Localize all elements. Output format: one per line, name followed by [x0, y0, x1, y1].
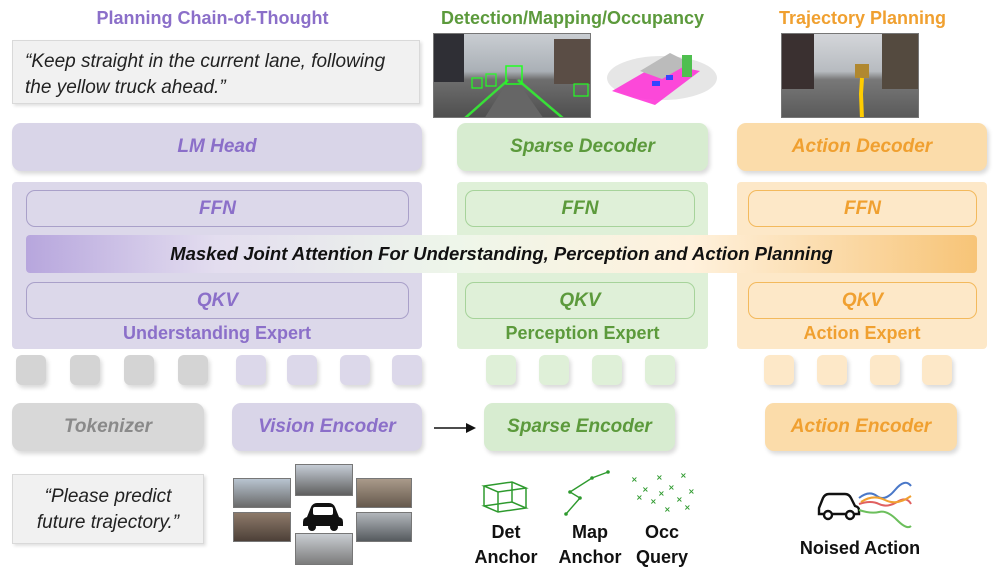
- action-decoder-box: Action Decoder: [737, 123, 987, 171]
- vision-encoder-box: Vision Encoder: [232, 403, 422, 451]
- action-qkv-box: QKV: [748, 282, 977, 319]
- svg-text:×: ×: [680, 471, 687, 480]
- camera-front-left: [233, 478, 291, 508]
- understanding-header: Planning Chain-of-Thought: [96, 8, 329, 28]
- svg-text:×: ×: [642, 485, 649, 494]
- action-encoder-box: Action Encoder: [765, 403, 957, 451]
- svg-text:×: ×: [636, 493, 643, 502]
- perception-qkv-box: QKV: [465, 282, 695, 319]
- understanding-ffn-box: FFN: [26, 190, 409, 227]
- lane-right: [517, 79, 564, 117]
- vision-token: [287, 355, 317, 385]
- occ-query-points-icon: ××× ××× ××× ×××: [631, 471, 695, 514]
- occ-building: [640, 53, 690, 79]
- occ-query-label: Occ Query: [635, 522, 689, 567]
- camera-front-right: [356, 478, 412, 508]
- perception-token: [486, 355, 516, 385]
- text-token: [178, 355, 208, 385]
- svg-text:×: ×: [656, 473, 663, 482]
- building-left: [782, 34, 814, 89]
- trajectory-overlay: [782, 34, 918, 117]
- occ-car-2: [666, 75, 673, 80]
- action-expert-label: Action Expert: [803, 323, 921, 343]
- action-token: [764, 355, 794, 385]
- det-box-4: [573, 83, 589, 97]
- detection-overlay: [434, 34, 590, 117]
- svg-text:×: ×: [650, 497, 657, 506]
- understanding-expert-label: Understanding Expert: [122, 323, 312, 343]
- road: [485, 79, 543, 117]
- noised-action-icon: [817, 481, 912, 529]
- det-anchor-label: Det Anchor: [474, 522, 538, 567]
- perception-token: [592, 355, 622, 385]
- building-right: [882, 34, 918, 89]
- camera-back: [295, 533, 353, 565]
- action-token: [817, 355, 847, 385]
- det-box-3: [485, 73, 497, 87]
- det-box-1: [505, 65, 523, 85]
- text-token: [124, 355, 154, 385]
- map-anchor-polyline-icon: [564, 470, 610, 516]
- perception-expert-label: Perception Expert: [505, 323, 660, 343]
- noised-action-label: Noised Action: [799, 538, 921, 558]
- perception-header: Detection/Mapping/Occupancy: [440, 8, 705, 28]
- action-token: [922, 355, 952, 385]
- svg-text:×: ×: [658, 489, 665, 498]
- lane-left: [464, 79, 509, 117]
- action-header: Trajectory Planning: [778, 8, 947, 28]
- det-anchor-cube-icon: [481, 481, 529, 513]
- svg-text:×: ×: [676, 495, 683, 504]
- svg-text:×: ×: [668, 483, 675, 492]
- vision-token: [236, 355, 266, 385]
- action-ffn-box: FFN: [748, 190, 977, 227]
- svg-text:×: ×: [664, 505, 671, 514]
- svg-text:×: ×: [684, 503, 691, 512]
- occupancy-render: [607, 53, 717, 105]
- building-right: [554, 39, 590, 84]
- output-quote: “Keep straight in the current lane, foll…: [12, 40, 420, 104]
- trajectory-camera-image: [781, 33, 919, 118]
- camera-back-right: [356, 512, 412, 542]
- map-anchor-label: Map Anchor: [558, 522, 622, 567]
- occupancy-image: [600, 33, 720, 118]
- sparse-decoder-box: Sparse Decoder: [457, 123, 708, 171]
- detection-camera-image: [433, 33, 591, 118]
- camera-back-left: [233, 512, 291, 542]
- occ-car-1: [652, 81, 660, 86]
- yellow-truck: [855, 64, 869, 78]
- masked-joint-attention-bar: Masked Joint Attention For Understanding…: [26, 235, 977, 273]
- svg-text:×: ×: [688, 487, 695, 496]
- vision-token: [392, 355, 422, 385]
- perception-ffn-box: FFN: [465, 190, 695, 227]
- svg-text:×: ×: [631, 475, 638, 484]
- text-token: [70, 355, 100, 385]
- lm-head-box: LM Head: [12, 123, 422, 171]
- understanding-qkv-box: QKV: [26, 282, 409, 319]
- sparse-encoder-box: Sparse Encoder: [484, 403, 675, 451]
- occ-vegetation: [682, 55, 692, 77]
- planned-trajectory: [858, 77, 864, 117]
- input-quote: “Please predict future trajectory.”: [12, 474, 204, 544]
- car-icon: [303, 503, 343, 531]
- action-token: [870, 355, 900, 385]
- perception-token: [645, 355, 675, 385]
- camera-front: [295, 464, 353, 496]
- perception-token: [539, 355, 569, 385]
- tokenizer-box: Tokenizer: [12, 403, 204, 451]
- det-box-2: [471, 77, 483, 89]
- building-left: [434, 34, 464, 82]
- text-token: [16, 355, 46, 385]
- vision-token: [340, 355, 370, 385]
- arrow-right-icon: [434, 423, 476, 433]
